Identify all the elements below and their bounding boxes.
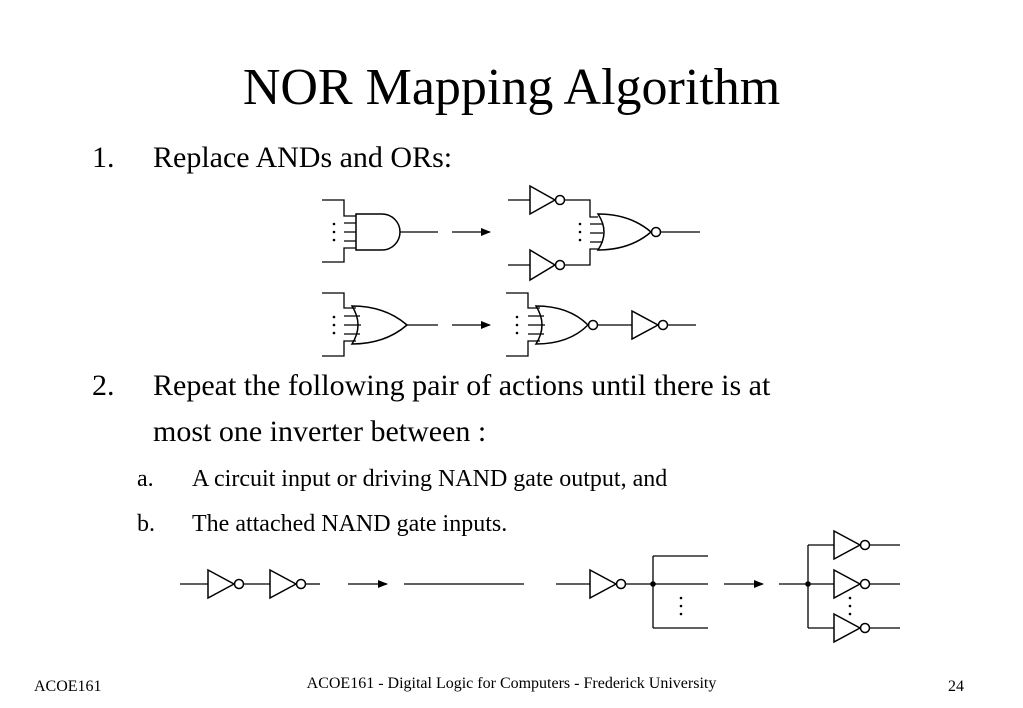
distributed-inverters-group xyxy=(779,531,900,642)
step-1-text: Replace ANDs and ORs: xyxy=(153,141,453,174)
inverter-icon xyxy=(530,250,555,280)
step-2-number: 2. xyxy=(92,369,115,402)
slide-title: NOR Mapping Algorithm xyxy=(242,59,781,116)
or-gate-icon xyxy=(352,306,407,344)
ellipsis-dots-icon xyxy=(578,222,582,242)
substep-a-text: A circuit input or driving NAND gate out… xyxy=(192,466,668,492)
step-2-text-line1: Repeat the following pair of actions unt… xyxy=(153,369,771,402)
and-gate-icon xyxy=(356,214,400,250)
ellipsis-dots-icon xyxy=(515,315,519,335)
or-gate-group xyxy=(322,293,438,356)
nor-plus-inverter-group xyxy=(506,293,696,356)
inverter-icon xyxy=(834,531,860,559)
inverter-icon xyxy=(834,570,860,598)
footer-center: ACOE161 - Digital Logic for Computers - … xyxy=(306,675,717,692)
inverter-icon xyxy=(834,614,860,642)
inverter-icon xyxy=(530,186,555,214)
step-1-number: 1. xyxy=(92,141,115,174)
ellipsis-dots-icon xyxy=(679,596,683,616)
inverter-fanout-group xyxy=(556,556,708,628)
nor-with-inverted-inputs-group xyxy=(508,186,700,280)
ellipsis-dots-icon xyxy=(332,222,336,242)
double-inverter-group xyxy=(180,570,320,598)
inverter-icon xyxy=(208,570,234,598)
nor-gate-icon xyxy=(536,306,588,344)
substep-a-letter: a. xyxy=(137,466,154,492)
substep-b-text: The attached NAND gate inputs. xyxy=(192,511,508,537)
step-2-text-line2: most one inverter between : xyxy=(153,415,487,448)
ellipsis-dots-icon xyxy=(848,596,852,616)
nor-gate-icon xyxy=(598,214,651,250)
inverter-icon xyxy=(590,570,616,598)
ellipsis-dots-icon xyxy=(332,315,336,335)
inverter-icon xyxy=(632,311,658,339)
page-number: 24 xyxy=(948,678,964,695)
substep-b-letter: b. xyxy=(137,511,155,537)
inverter-icon xyxy=(270,570,296,598)
footer-left: ACOE161 xyxy=(34,678,102,695)
and-gate-group xyxy=(322,200,438,262)
